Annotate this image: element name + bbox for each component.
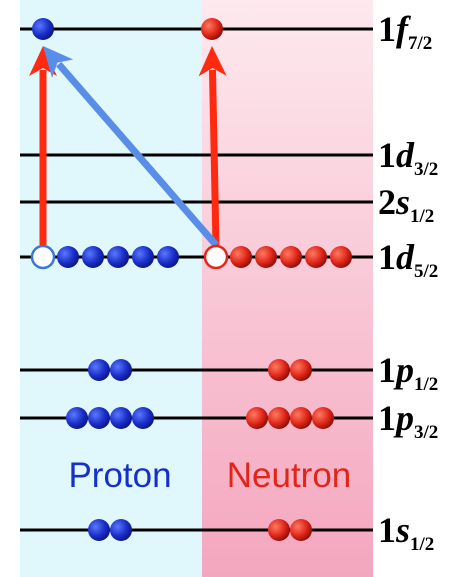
neutron-nucleon-1s12 [290, 519, 312, 541]
proton-column-background [20, 0, 202, 577]
neutron-nucleon-1p12 [268, 359, 290, 381]
proton-nucleon-1d52 [107, 246, 129, 268]
neutron-nucleon-1p32 [312, 407, 334, 429]
neutron-nucleon-1p32 [268, 407, 290, 429]
proton-nucleon-1s12 [88, 519, 110, 541]
transition-arrows [29, 46, 227, 248]
proton-nucleon-1d52 [57, 246, 79, 268]
proton-nucleon-1p12 [110, 359, 132, 381]
proton-nucleon-1d52 [132, 246, 154, 268]
neutron-nucleon-1d52 [305, 246, 327, 268]
level-label-1p32: 1p3/2 [378, 398, 438, 443]
neutron-nucleon-1f72 [201, 18, 223, 40]
neutron-label: Neutron [227, 456, 352, 495]
transition-arrow-neutron-to-neutron [198, 46, 227, 246]
proton-nucleon-1p32 [88, 407, 110, 429]
proton-nucleon-1s12 [110, 519, 132, 541]
transition-arrow-neutron-to-proton [43, 46, 219, 248]
level-label-1f72: 1f7/2 [378, 9, 432, 54]
proton-nucleon-1f72 [32, 18, 54, 40]
level-label-1p12: 1p1/2 [378, 350, 438, 395]
neutron-hole-1d52 [203, 244, 229, 270]
proton-nucleon-1d52 [157, 246, 179, 268]
proton-hole-1d52 [30, 244, 56, 270]
level-label-1d52: 1d5/2 [378, 237, 438, 282]
neutron-nucleon-1d52 [330, 246, 352, 268]
proton-nucleon-1p12 [88, 359, 110, 381]
proton-nucleon-1p32 [66, 407, 88, 429]
neutron-nucleon-1d52 [280, 246, 302, 268]
level-label-1d32: 1d3/2 [378, 135, 438, 180]
level-label-1s12: 1s1/2 [378, 510, 434, 555]
neutron-column-background [202, 0, 373, 577]
neutron-nucleon-1p32 [246, 407, 268, 429]
proton-nucleon-1p32 [132, 407, 154, 429]
neutron-nucleon-1p12 [290, 359, 312, 381]
proton-label: Proton [68, 456, 171, 495]
proton-nucleon-1d52 [82, 246, 104, 268]
nucleons [30, 18, 352, 541]
proton-nucleon-1p32 [110, 407, 132, 429]
level-label-2s12: 2s1/2 [378, 182, 434, 227]
neutron-nucleon-1s12 [268, 519, 290, 541]
neutron-nucleon-1d52 [230, 246, 252, 268]
neutron-nucleon-1p32 [290, 407, 312, 429]
neutron-nucleon-1d52 [255, 246, 277, 268]
